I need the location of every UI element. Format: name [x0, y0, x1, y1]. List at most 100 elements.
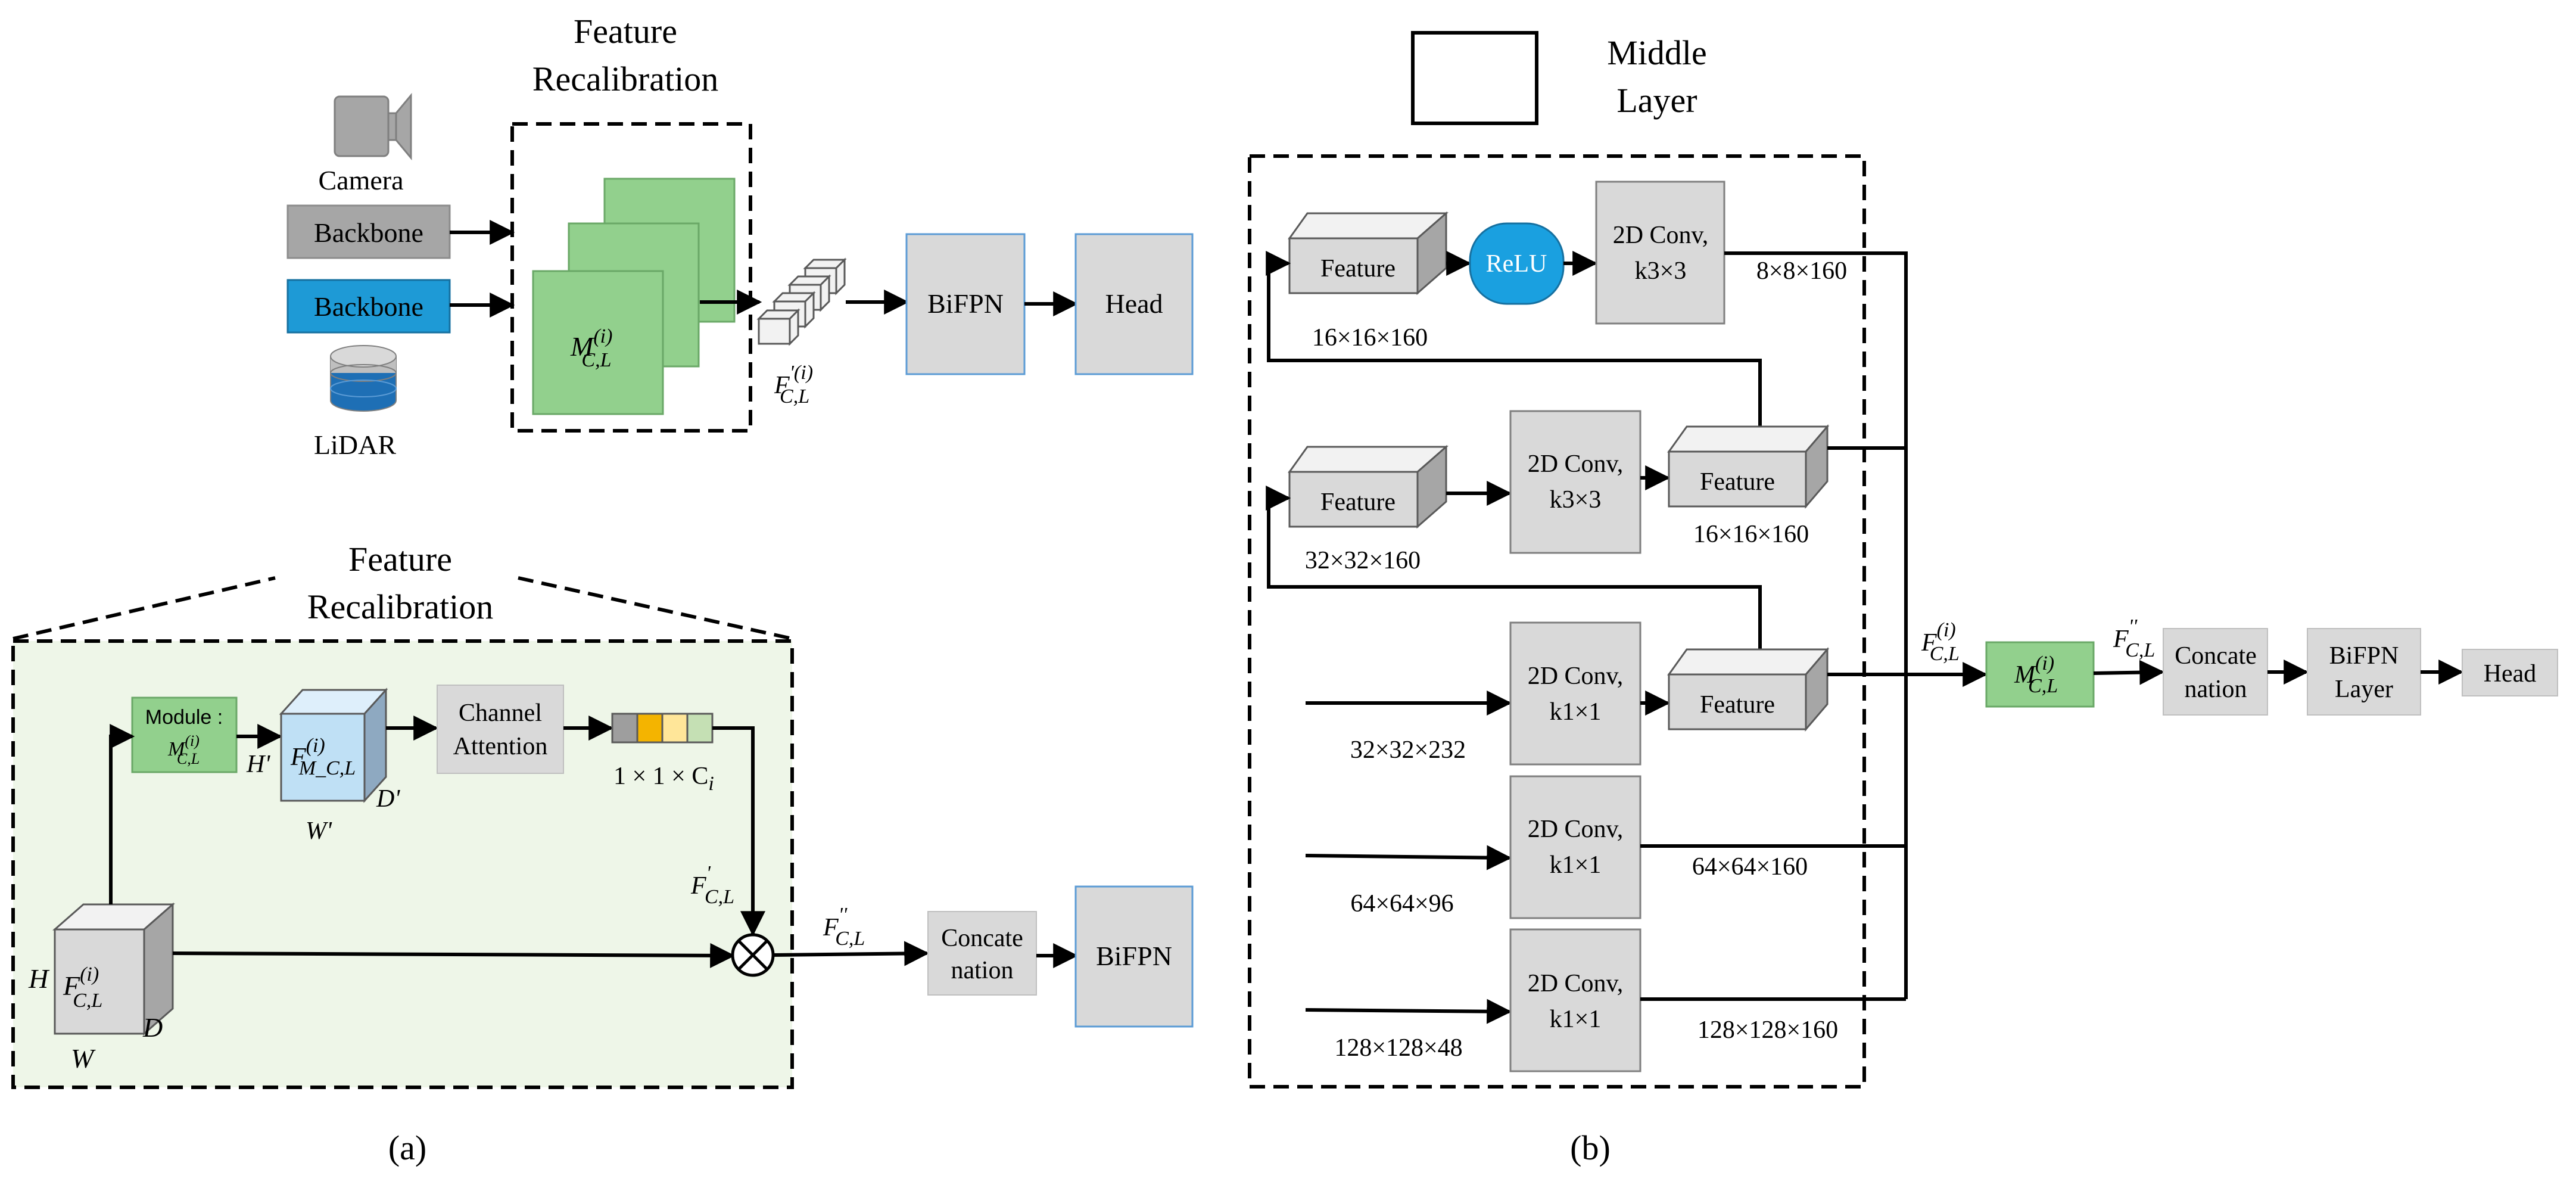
b-f-symbol: F(i)C,L	[1921, 619, 1960, 665]
relu-label: ReLU	[1486, 250, 1547, 278]
module-label: Module :	[145, 706, 223, 729]
vector-dim-label: 1 × 1 × Ci	[613, 763, 714, 795]
d-prime-label: D'	[376, 785, 400, 813]
multiply-icon	[731, 933, 775, 977]
channel-attention-line1: Channel	[459, 699, 542, 727]
row4-conv-line1: 2D Conv,	[1528, 816, 1624, 843]
arrow-row5-in	[1305, 999, 1512, 1024]
row1-conv-line2: k3×3	[1635, 257, 1687, 285]
input-feature-symbol: F(i)C,L	[63, 963, 102, 1012]
arrow-cube-to-module	[109, 724, 135, 904]
b-module-symbol: M(i)C,L	[2014, 652, 2058, 697]
b-concat-line1: Concate	[2175, 642, 2257, 670]
row1-out-dim: 8×8×160	[1756, 257, 1847, 285]
b-concat-box	[2163, 628, 2268, 716]
row5-in-dim: 128×128×48	[1334, 1034, 1462, 1062]
row2-out-dim: 16×16×160	[1693, 521, 1809, 548]
top-recal-dashed-box	[510, 122, 752, 433]
row1-feature-block	[1288, 211, 1449, 296]
b-f2-symbol: F''C,L	[2113, 615, 2155, 661]
b-module-box	[1985, 641, 2095, 708]
channel-attention-box	[437, 685, 564, 774]
top-module-symbol: M(i)C,L	[570, 325, 612, 371]
row2-out-feature-block	[1667, 424, 1830, 509]
row5-conv-line1: 2D Conv,	[1528, 970, 1624, 997]
row4-conv-line2: k1×1	[1550, 851, 1602, 879]
row4-in-dim: 64×64×96	[1350, 890, 1453, 918]
top-feature-out-symbol: F'(i)C,L	[774, 362, 813, 408]
bottom-concat-box	[927, 911, 1037, 996]
row3-conv-line2: k1×1	[1550, 698, 1602, 726]
top-head-box	[1074, 233, 1194, 375]
bottom-recal-title-line1: Feature	[348, 540, 452, 579]
zoom-line-right	[518, 576, 793, 640]
panel-a-bottom: Feature Recalibration Module : M(i)C,L F…	[11, 540, 1194, 1167]
b-concat-line2: nation	[2185, 676, 2247, 703]
arrow-row4-in	[1305, 845, 1512, 870]
caption-a: (a)	[388, 1128, 426, 1167]
caption-b: (b)	[1570, 1128, 1611, 1167]
b-bifpn-line1: BiFPN	[2329, 642, 2399, 670]
top-bifpn-box	[905, 233, 1026, 375]
row2-feature-label: Feature	[1320, 489, 1396, 516]
row3-out-feature-label: Feature	[1700, 691, 1775, 719]
row1-conv-line1: 2D Conv,	[1613, 222, 1709, 249]
camera-label: Camera	[318, 165, 403, 195]
row5-conv-box	[1509, 928, 1641, 1072]
lidar-icon	[330, 345, 397, 412]
bottom-concat-line2: nation	[951, 957, 1014, 984]
module-symbol: M(i)C,L	[167, 732, 200, 767]
fm-symbol: F(i)M_C,L	[290, 735, 356, 779]
fprime-symbol: F'C,L	[690, 862, 734, 908]
zoom-line-left	[13, 576, 276, 640]
top-recal-title-line2: Recalibration	[532, 60, 718, 98]
bottom-bifpn-label: BiFPN	[1096, 941, 1172, 971]
lidar-label: LiDAR	[314, 430, 396, 460]
backbone-camera-box	[286, 204, 451, 259]
row5-conv-line2: k1×1	[1550, 1006, 1602, 1033]
map-layer-front	[532, 270, 664, 415]
row1-in-dim: 16×16×160	[1312, 324, 1428, 352]
backbone-lidar-label: Backbone	[314, 291, 423, 322]
module-box	[131, 696, 238, 773]
legend-box	[1411, 31, 1538, 125]
b-head-box	[2462, 649, 2558, 696]
panel-a-top: Feature Recalibration Camera Backbone Ba…	[286, 12, 1194, 460]
bottom-concat-line1: Concate	[941, 925, 1023, 952]
h-prime-label: H'	[246, 751, 270, 778]
legend-label-line2: Layer	[1616, 81, 1697, 120]
row5-out-dim: 128×128×160	[1697, 1016, 1838, 1044]
input-feature-cube	[52, 902, 175, 1036]
b-bifpn-layer-box	[2307, 628, 2421, 716]
row3-conv-line1: 2D Conv,	[1528, 663, 1624, 690]
arrow-cube-to-multiply	[172, 943, 736, 968]
fdouble-symbol: F''C,L	[823, 904, 865, 950]
b-bifpn-line2: Layer	[2335, 676, 2393, 703]
fm-cube	[279, 688, 388, 803]
bottom-bifpn-box	[1074, 885, 1194, 1028]
row3-conv-box	[1509, 621, 1641, 766]
row2-out-feature-label: Feature	[1700, 468, 1775, 496]
top-bifpn-label: BiFPN	[927, 288, 1004, 319]
row4-conv-box	[1509, 775, 1641, 919]
backbone-camera-label: Backbone	[314, 217, 423, 248]
row1-feature-label: Feature	[1320, 255, 1396, 282]
arrow-vector-to-multiply	[712, 726, 765, 937]
input-w-label: W	[71, 1043, 96, 1074]
bottom-recal-title-line2: Recalibration	[307, 587, 493, 626]
row2-feature-block	[1288, 444, 1449, 529]
top-head-label: Head	[1105, 288, 1163, 319]
arrow-multiply-to-concat	[773, 941, 930, 966]
row2-conv-box	[1509, 410, 1641, 554]
row3-in-dim: 32×32×232	[1350, 736, 1466, 764]
backbone-lidar-box	[286, 279, 451, 334]
loop-row3-to-row2	[1266, 486, 1762, 649]
panel-b: Middle Layer Feature 16×16×160 ReLU 2D C…	[1248, 31, 2558, 1167]
channel-attention-line2: Attention	[453, 733, 548, 760]
top-recal-title-line1: Feature	[574, 12, 677, 51]
arrow-module-to-concat-b	[2093, 660, 2165, 685]
w-prime-label: W'	[306, 817, 332, 845]
feature-cubes-icon	[756, 257, 847, 346]
middle-layer-dashed-box	[1248, 154, 1866, 1089]
